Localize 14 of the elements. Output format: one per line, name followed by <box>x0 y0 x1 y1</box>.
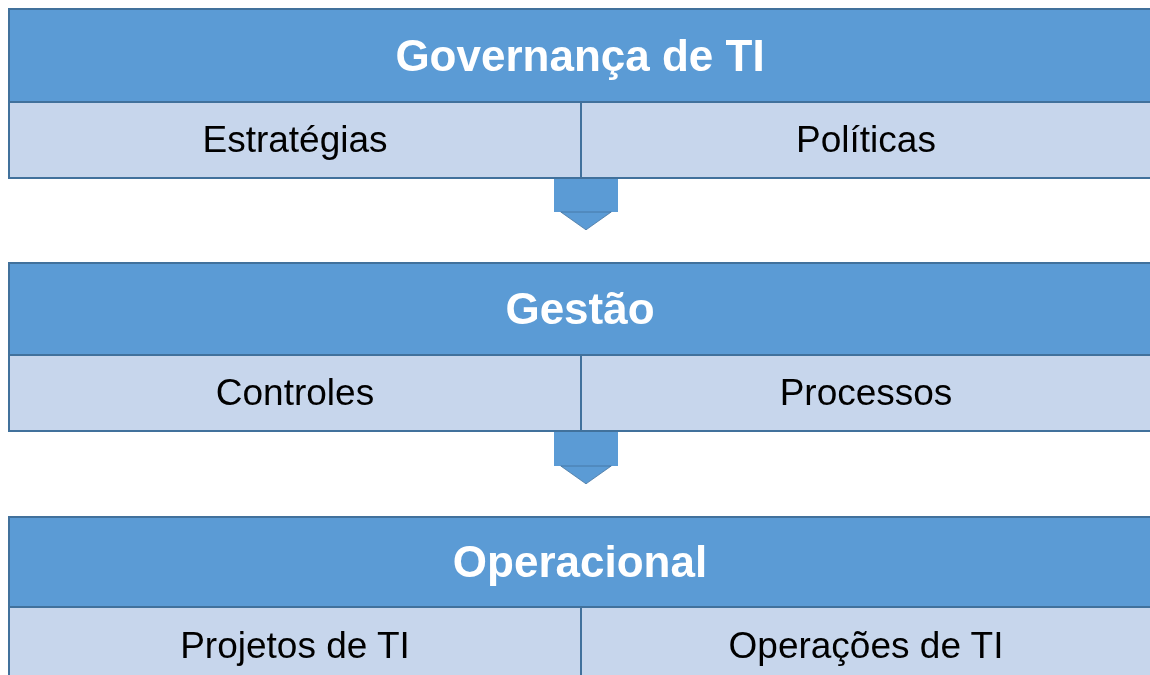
tier-heading: Governança de TI <box>10 10 1150 103</box>
tier-panel <box>8 8 1150 179</box>
tier-cell: Controles <box>10 356 580 430</box>
tier-heading: Gestão <box>10 264 1150 356</box>
tier-heading: Operacional <box>10 518 1150 608</box>
tier-panel <box>8 516 1150 675</box>
tier-cell: Operações de TI <box>580 608 1150 675</box>
block-arrow <box>554 432 618 485</box>
tier-cell: Projetos de TI <box>10 608 580 675</box>
block-arrow <box>554 179 618 231</box>
tier-cell: Processos <box>580 356 1150 430</box>
tier-cell: Políticas <box>580 103 1150 177</box>
tier-panel <box>8 262 1150 432</box>
tier-cell: Estratégias <box>10 103 580 177</box>
